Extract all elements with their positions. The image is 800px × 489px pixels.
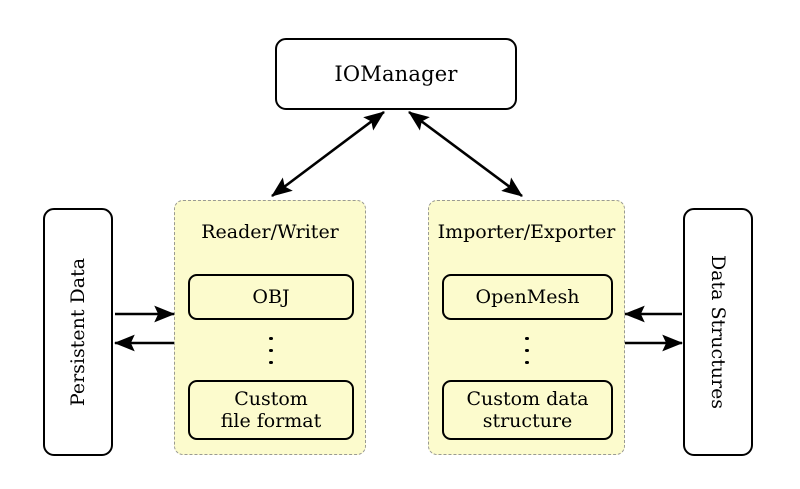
ellipsis-dot — [525, 360, 529, 364]
ellipsis-importer-exporter — [521, 337, 533, 364]
node-iomanager: IOManager — [275, 38, 517, 110]
node-custom-data-structure: Custom data structure — [442, 380, 613, 440]
group-reader-writer: Reader/Writer OBJ Custom file format — [174, 200, 366, 455]
ellipsis-dot — [269, 360, 273, 364]
node-custom-file-format: Custom file format — [188, 380, 354, 440]
arrow-manager-reader-writer — [271, 110, 385, 198]
group-importer-exporter-title: Importer/Exporter — [437, 221, 616, 243]
node-data-structures: Data Structures — [683, 208, 753, 456]
ellipsis-dot — [269, 348, 273, 353]
node-obj-label: OBJ — [252, 285, 290, 308]
node-iomanager-label: IOManager — [334, 62, 458, 86]
node-openmesh-label: OpenMesh — [475, 285, 580, 308]
node-custom-file-format-label-line1: Custom — [234, 387, 308, 410]
node-custom-data-structure-label-line1: Custom data — [466, 387, 589, 410]
arrow-manager-importer-exporter — [408, 110, 523, 198]
ellipsis-reader-writer — [265, 337, 277, 364]
node-persistent-data: Persistent Data — [43, 208, 113, 456]
node-persistent-data-label: Persistent Data — [67, 257, 89, 407]
node-obj: OBJ — [188, 274, 354, 320]
node-custom-data-structure-label-line2: structure — [482, 410, 573, 432]
group-importer-exporter: Importer/Exporter OpenMesh Custom data s… — [428, 200, 625, 455]
node-openmesh: OpenMesh — [442, 274, 613, 320]
node-data-structures-label: Data Structures — [707, 254, 729, 410]
ellipsis-dot — [525, 348, 529, 353]
group-reader-writer-title: Reader/Writer — [201, 221, 339, 243]
node-custom-file-format-label-line2: file format — [220, 410, 322, 432]
ellipsis-dot — [525, 337, 529, 341]
ellipsis-dot — [269, 337, 273, 341]
